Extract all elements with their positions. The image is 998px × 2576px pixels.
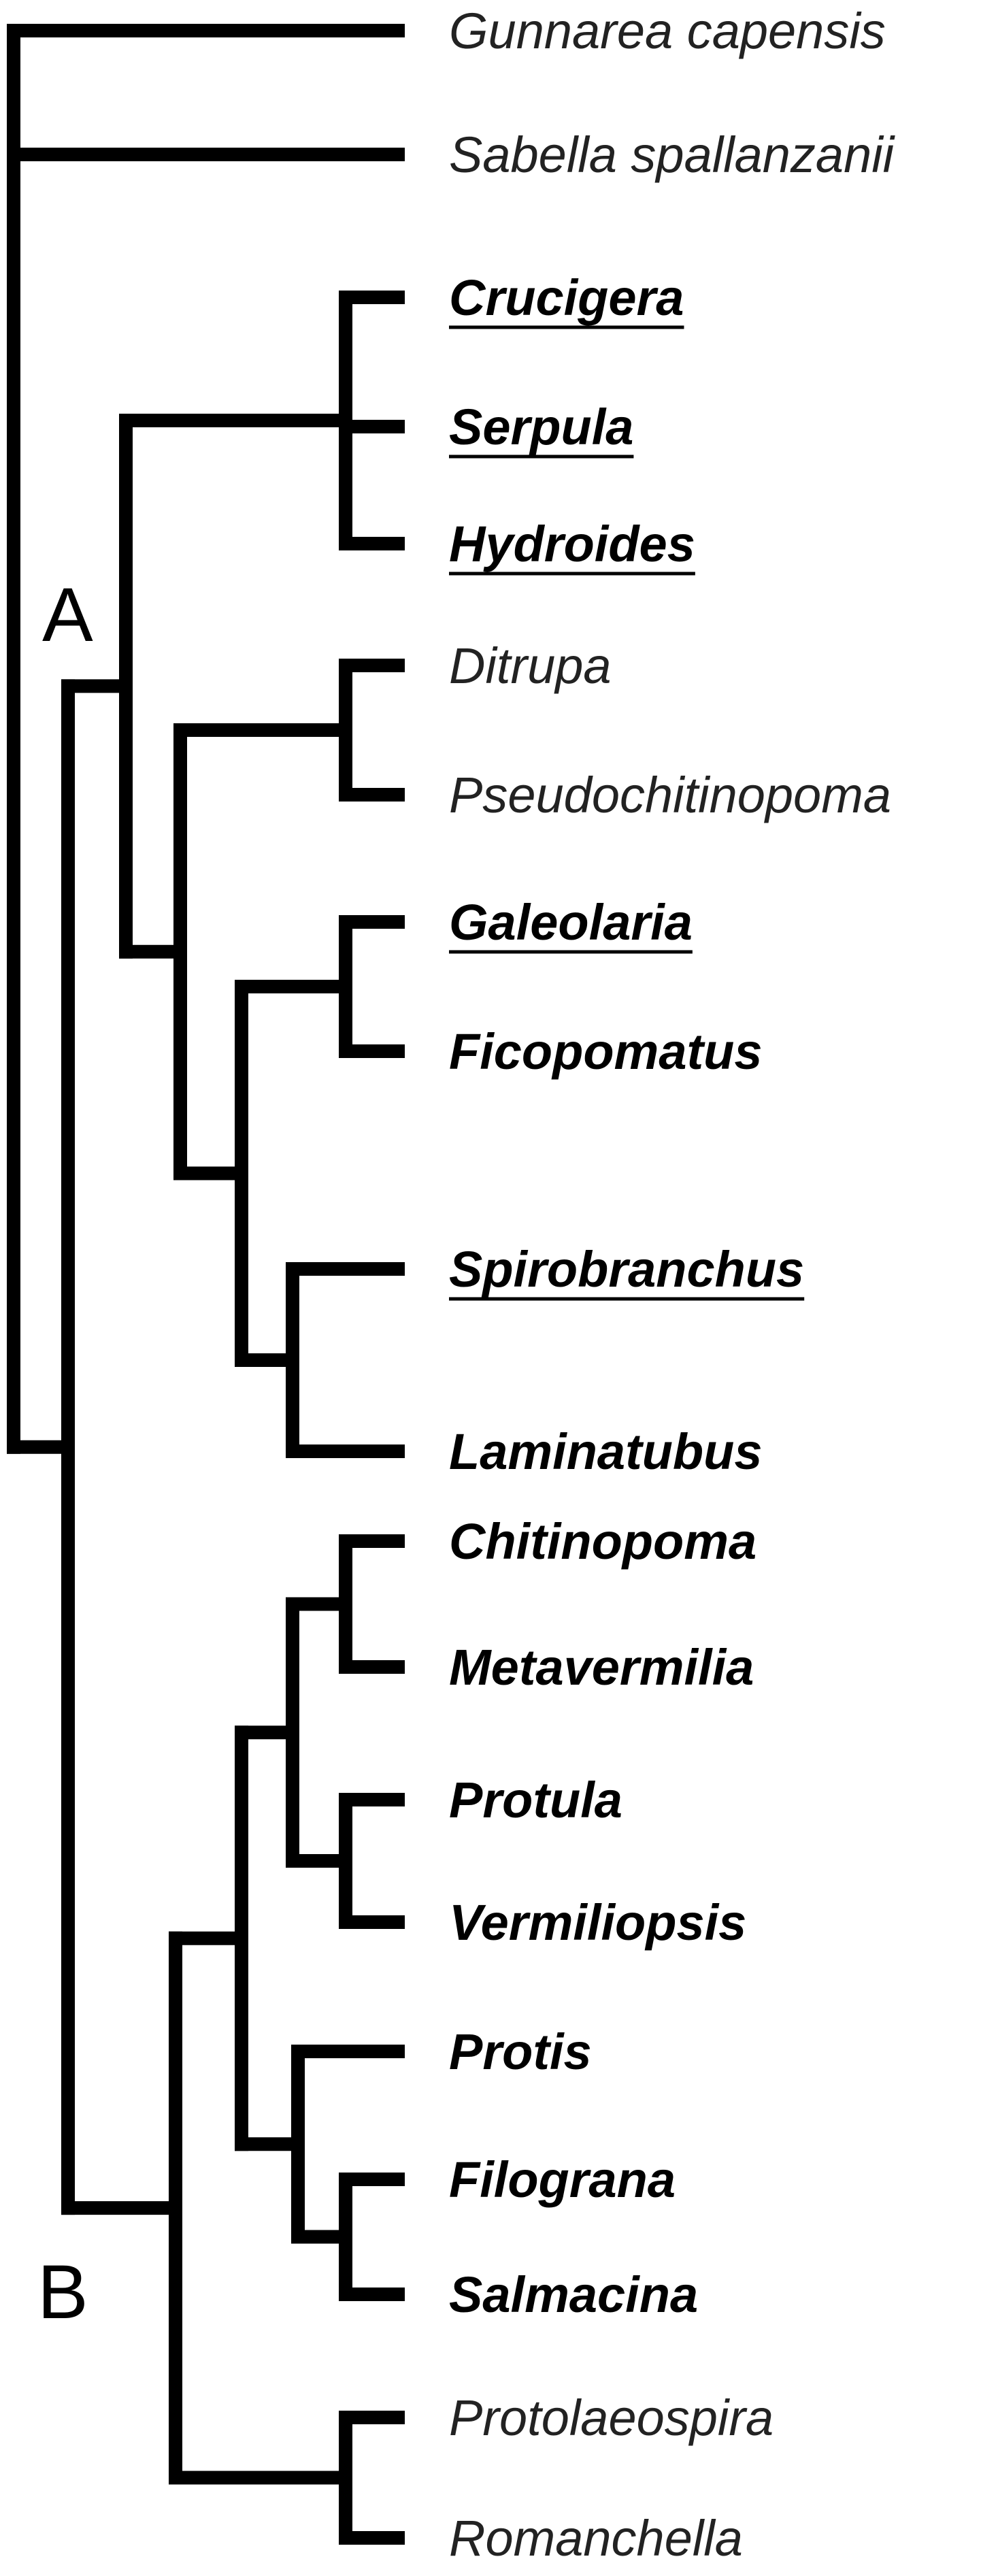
taxon-label-protula: Protula (449, 1772, 622, 1828)
taxon-label-vermiliopsis: Vermiliopsis (449, 1894, 746, 1951)
taxon-label-galeolaria: Galeolaria (449, 894, 693, 951)
taxon-label-metavermilia: Metavermilia (449, 1639, 754, 1696)
taxon-label-ditrupa: Ditrupa (449, 638, 612, 694)
clade-labels: A B (37, 572, 93, 2334)
taxon-label-ficopomatus: Ficopomatus (449, 1023, 762, 1080)
tree-branches (7, 24, 405, 2545)
taxon-label-protis: Protis (449, 2024, 592, 2080)
taxon-label-laminatubus: Laminatubus (449, 1423, 762, 1480)
taxon-label-salmacina: Salmacina (449, 2266, 698, 2323)
taxon-label-serpula: Serpula (449, 399, 633, 455)
taxon-label-crucigera: Crucigera (449, 269, 684, 326)
taxon-label-gunnarea: Gunnarea capensis (449, 3, 886, 59)
taxon-label-protolaeospira: Protolaeospira (449, 2390, 774, 2446)
clade-label-a: A (42, 572, 93, 657)
taxon-label-sabella: Sabella spallanzanii (449, 127, 896, 183)
clade-label-b: B (37, 2249, 88, 2334)
taxon-label-chitinopoma: Chitinopoma (449, 1513, 756, 1570)
taxon-label-romanchella: Romanchella (449, 2510, 743, 2566)
taxon-label-spirobranchus: Spirobranchus (449, 1241, 804, 1298)
taxon-label-hydroides: Hydroides (449, 516, 695, 572)
taxon-label-filograna: Filograna (449, 2151, 676, 2208)
taxon-label-pseudochitinopoma: Pseudochitinopoma (449, 767, 891, 823)
